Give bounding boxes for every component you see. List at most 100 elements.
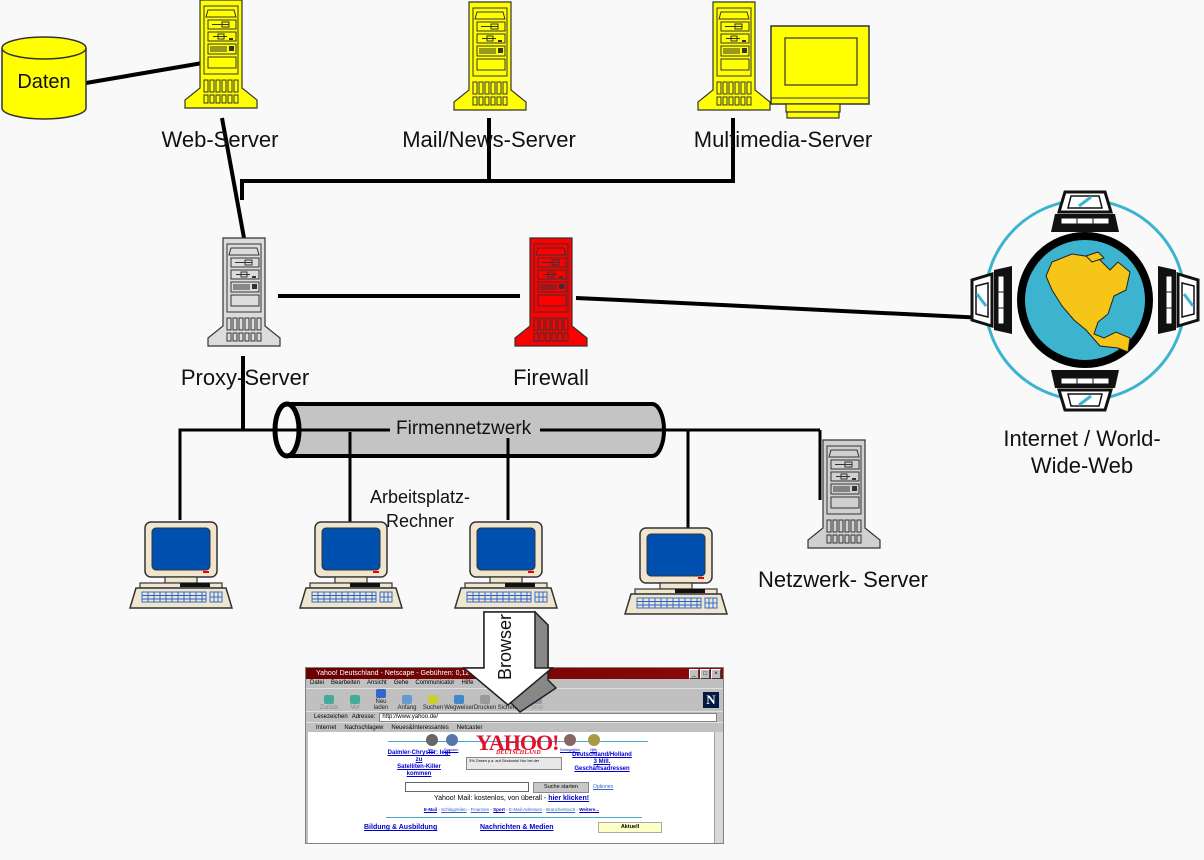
yahoo-logo[interactable]: YAHOO! <box>476 730 559 755</box>
search-button[interactable]: Suchen <box>422 695 444 711</box>
category-bildung[interactable]: Bildung & Ausbildung <box>364 824 438 831</box>
workstation-icon <box>129 521 233 609</box>
new-icon[interactable] <box>426 734 438 746</box>
network-server-label: Netzwerk- Server <box>758 567 928 592</box>
news-link[interactable]: Satelliten-Killer <box>397 764 441 770</box>
link-daten-webserver <box>85 58 221 85</box>
reload-icon <box>376 689 386 698</box>
yahoo-logo-sub: DEUTSCHLAND <box>496 750 541 756</box>
minimize-button[interactable]: _ <box>689 669 699 679</box>
link-webserver-proxy <box>220 117 246 239</box>
nav-link[interactable]: Sport <box>493 807 505 812</box>
mail-promo-link[interactable]: hier klicken! <box>548 795 590 802</box>
browser-title: Yahoo! Deutschland - Netscape - Gebühren… <box>316 670 506 677</box>
home-icon <box>402 695 412 704</box>
maximize-button[interactable]: □ <box>700 669 710 679</box>
menu-gehe[interactable]: Gehe <box>393 680 409 686</box>
nav-rule <box>386 817 642 818</box>
menu-ansicht[interactable]: Ansicht <box>367 680 387 686</box>
web-server-icon <box>184 0 258 109</box>
menu-communicator[interactable]: Communicator <box>415 680 455 686</box>
web-server-label: Web-Server <box>161 127 279 152</box>
nav-link[interactable]: E-Mail <box>423 807 438 812</box>
firewall-label: Firewall <box>513 365 589 390</box>
multimedia-server-icon <box>697 1 771 111</box>
proxy-server-label: Proxy-Server <box>180 365 310 390</box>
address-input[interactable]: http://www.yahoo.de/ <box>379 712 717 722</box>
ad-link[interactable]: Deutschland/Holland <box>572 752 632 758</box>
link-firewall-internet <box>575 296 986 320</box>
back-icon <box>324 695 334 704</box>
stop-button[interactable]: Stop <box>526 695 548 711</box>
link-nachschlagewerke[interactable]: Nachschlagew <box>344 725 384 731</box>
news-ticker[interactable]: 3% Zinsen p.a. auf Girokonto! Nur bei de… <box>466 757 562 770</box>
back-button[interactable]: Zurück <box>318 695 340 711</box>
browser-menubar: Datei Bearbeiten Ansicht Gehe Communicat… <box>306 679 723 688</box>
nav-link[interactable]: Branchenbuch <box>546 807 576 812</box>
ad-link[interactable]: 3 Mill. <box>593 759 611 765</box>
mail-server-icon <box>453 1 527 111</box>
internet-globe-icon <box>970 190 1200 412</box>
workstation-icon <box>624 527 728 615</box>
help-icon[interactable] <box>588 734 600 746</box>
menu-bearbeiten[interactable]: Bearbeiten <box>331 680 361 686</box>
nav-link[interactable]: Schlagzeilen <box>441 807 467 812</box>
news-link[interactable]: Daimler-Chrysler: legt <box>387 750 451 756</box>
mail-server-label: Mail/News-Server <box>402 127 576 152</box>
workstation-icon <box>454 521 558 609</box>
connections <box>85 58 986 430</box>
page-scrollbar[interactable] <box>714 732 723 843</box>
category-nachrichten[interactable]: Nachrichten & Medien <box>480 824 554 831</box>
workstations-label-line1: Arbeitsplatz- <box>369 487 471 507</box>
news-link[interactable]: zu <box>415 757 423 763</box>
internet-label-line2: Wide-Web <box>1030 453 1134 478</box>
link-netcaster[interactable]: Netcaster <box>456 725 483 731</box>
link-internet[interactable]: Internet <box>316 725 337 731</box>
help-link[interactable]: Hilfe <box>590 748 598 752</box>
ad-link[interactable]: Geschäftsadressen <box>574 766 630 772</box>
finance-icon[interactable] <box>446 734 458 746</box>
browser-page: Neu Finanzen Schlagzeilen Hilfe YAHOO! D… <box>308 732 715 843</box>
menu-datei[interactable]: Datei <box>310 680 325 686</box>
print-button[interactable]: Drucken <box>474 695 496 711</box>
close-button[interactable]: × <box>711 669 721 679</box>
guide-icon <box>454 695 464 704</box>
nav-link[interactable]: Weitere... <box>579 807 600 812</box>
home-button[interactable]: Anfang <box>396 695 418 711</box>
left-news: Daimler-Chrysler: legt zu Satelliten-Kil… <box>384 750 454 778</box>
news-link[interactable]: kommen <box>406 771 432 777</box>
nav-link[interactable]: Finanzen <box>470 807 490 812</box>
browser-window: Yahoo! Deutschland - Netscape - Gebühren… <box>305 667 724 844</box>
headlines-link[interactable]: Schlagzeilen <box>560 748 580 752</box>
search-submit-button[interactable]: Suche starten <box>533 782 589 793</box>
search-icon <box>428 695 438 704</box>
multimedia-server-label: Multimedia-Server <box>693 127 873 152</box>
forward-button[interactable]: Vor <box>344 695 366 711</box>
workstation-icon <box>299 521 403 609</box>
header-rule <box>388 741 648 742</box>
personal-toolbar: Internet Nachschlagew Neues&Interessante… <box>306 722 723 733</box>
stop-icon <box>532 695 542 704</box>
mail-promo: Yahoo! Mail: kostenlos, von überall - hi… <box>433 795 590 802</box>
address-label: Adresse: <box>351 714 376 720</box>
nav-link[interactable]: E-Mail-Adressen <box>508 807 543 812</box>
aktuell-box: Aktuell <box>598 822 662 833</box>
new-link[interactable]: Neu <box>428 748 435 752</box>
security-button[interactable]: Sicherheit <box>498 695 524 711</box>
options-link[interactable]: Optionen <box>593 784 614 790</box>
link-neues[interactable]: Neues&Interessantes <box>391 725 449 731</box>
menu-hilfe[interactable]: Hilfe <box>461 680 474 686</box>
multimedia-monitor-icon <box>770 25 870 119</box>
finance-link[interactable]: Finanzen <box>444 748 459 752</box>
datastore-cylinder <box>1 36 87 120</box>
headlines-icon[interactable] <box>564 734 576 746</box>
backbone-pipe <box>178 401 822 528</box>
search-input[interactable] <box>405 782 529 792</box>
backbone-label: Firmennetzwerk <box>393 419 535 438</box>
nav-links: E-Mail - Schlagzeilen - Finanzen - Sport… <box>423 807 600 812</box>
guide-button[interactable]: Wegweiser <box>444 695 474 711</box>
bookmarks-button[interactable]: Lesezeichen <box>314 714 348 720</box>
internet-label-line1: Internet / World- <box>1003 426 1161 451</box>
workstations-label-line2: Rechner <box>385 511 455 531</box>
reload-button[interactable]: Neu laden <box>370 689 392 711</box>
